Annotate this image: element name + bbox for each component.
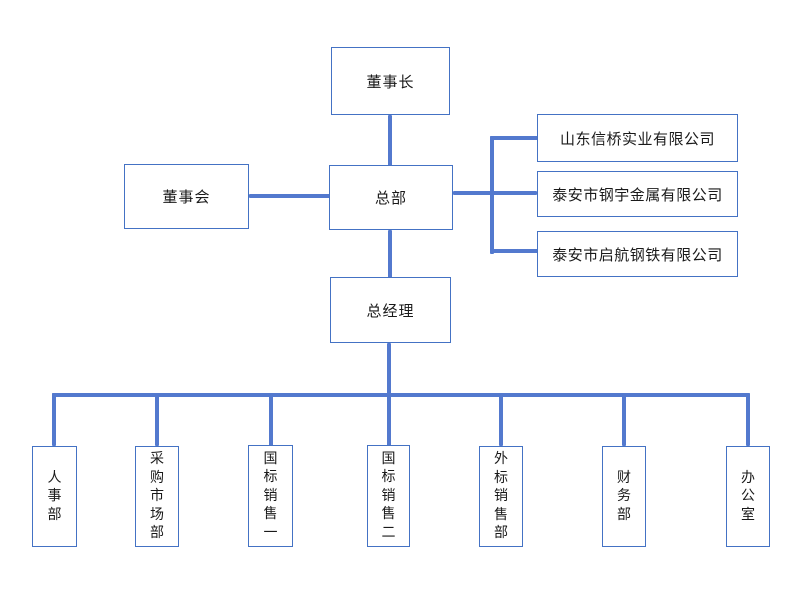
node-general-manager: 总经理 xyxy=(330,277,451,343)
connector-chairman-hq xyxy=(388,115,392,166)
department-box-2: 采 购 市 场 部 xyxy=(135,446,179,547)
department-box-4: 国 标 销 售 二 xyxy=(367,445,410,547)
connector-rail-dept2 xyxy=(155,395,159,446)
department-box-7: 办 公 室 xyxy=(726,446,770,547)
node-chairman-label: 董事长 xyxy=(366,72,415,91)
department-box-6: 财 务 部 xyxy=(602,446,646,547)
subsidiary-label-2: 泰安市钢宇金属有限公司 xyxy=(552,185,723,204)
connector-department-rail xyxy=(52,393,750,397)
department-label-6: 财 务 部 xyxy=(617,469,631,523)
department-box-1: 人 事 部 xyxy=(32,446,77,547)
subsidiary-box-3: 泰安市启航钢铁有限公司 xyxy=(537,231,738,277)
node-board: 董事会 xyxy=(124,164,249,229)
connector-rail-dept7 xyxy=(746,393,750,446)
subsidiary-box-1: 山东信桥实业有限公司 xyxy=(537,114,738,162)
node-headquarters: 总部 xyxy=(329,165,453,230)
connector-subsidiary-bracket xyxy=(490,136,494,254)
department-box-3: 国 标 销 售 一 xyxy=(248,445,293,547)
department-label-2: 采 购 市 场 部 xyxy=(150,451,164,542)
subsidiary-box-2: 泰安市钢宇金属有限公司 xyxy=(537,171,738,217)
connector-board-hq xyxy=(249,194,330,198)
connector-hq-subsidiary2 xyxy=(453,191,537,195)
node-board-label: 董事会 xyxy=(162,188,211,206)
connector-hq-gm xyxy=(388,230,392,278)
connector-bracket-subsidiary3 xyxy=(490,249,538,253)
connector-rail-dept3 xyxy=(269,395,273,446)
connector-rail-dept5 xyxy=(499,395,503,446)
subsidiary-label-1: 山东信桥实业有限公司 xyxy=(559,129,715,148)
department-box-5: 外 标 销 售 部 xyxy=(479,446,523,547)
node-headquarters-label: 总部 xyxy=(374,189,407,207)
connector-bracket-subsidiary1 xyxy=(490,136,538,140)
department-label-4: 国 标 销 售 二 xyxy=(381,450,396,541)
department-label-3: 国 标 销 售 一 xyxy=(263,450,278,541)
department-label-5: 外 标 销 售 部 xyxy=(494,451,508,542)
node-chairman: 董事长 xyxy=(331,47,450,115)
subsidiary-label-3: 泰安市启航钢铁有限公司 xyxy=(552,245,723,264)
department-label-7: 办 公 室 xyxy=(741,469,755,523)
department-label-1: 人 事 部 xyxy=(47,469,62,523)
node-general-manager-label: 总经理 xyxy=(366,301,415,320)
connector-rail-dept1 xyxy=(52,393,56,446)
connector-rail-dept6 xyxy=(622,395,626,446)
